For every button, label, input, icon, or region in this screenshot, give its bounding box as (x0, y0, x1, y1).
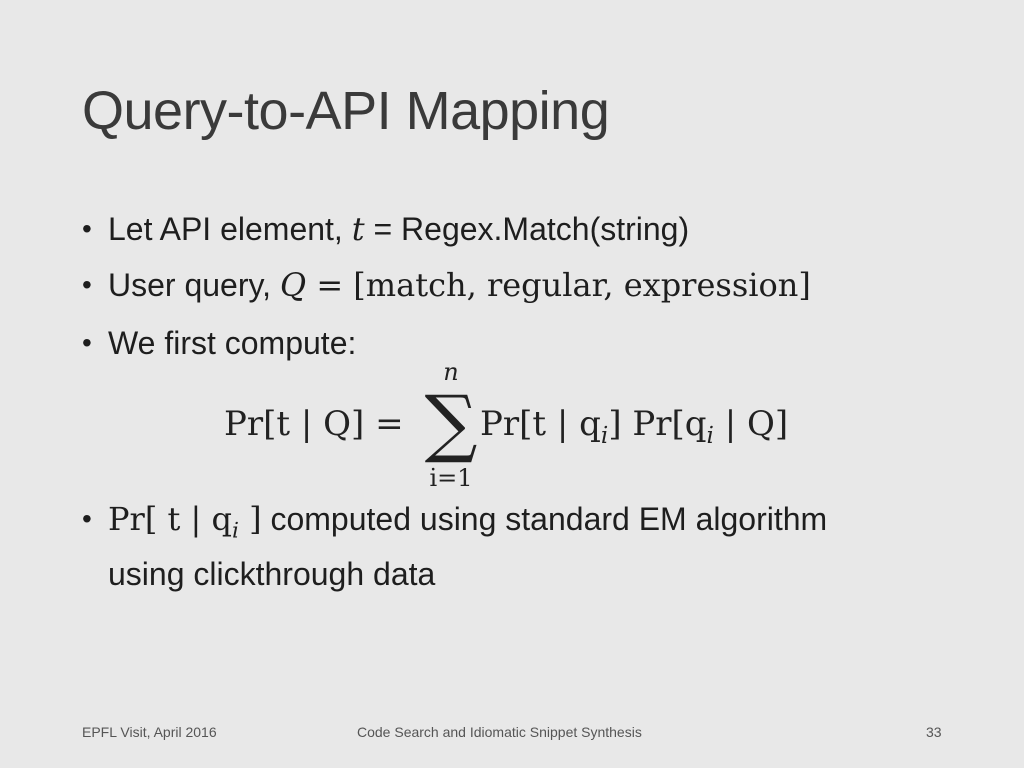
math-expression: = [match, regular, expression] (306, 266, 811, 304)
bullet-text: computed using standard EM algorithm (261, 501, 828, 537)
math-variable: t (351, 210, 365, 248)
bullet-marker: • (82, 213, 92, 244)
bullet-text: We first compute: (108, 325, 357, 361)
footer-event: EPFL Visit, April 2016 (82, 724, 217, 740)
bullet-em-algorithm: • Pr[ t | qi ] computed using standard E… (82, 498, 827, 595)
math-expression: Pr[ t | q (108, 500, 232, 538)
bullet-marker: • (82, 503, 92, 534)
equation-right-side: Pr[t | qi] Pr[qi | Q] (480, 404, 788, 449)
summation-lower-limit: i=1 (429, 464, 473, 492)
math-expression: ] (238, 500, 262, 538)
summation: n ∑ i=1 (416, 356, 486, 496)
math-subscript: i (600, 423, 609, 450)
bullet-text: Let API element, (108, 211, 352, 247)
slide-number: 33 (926, 724, 942, 740)
footer-talk-title: Code Search and Idiomatic Snippet Synthe… (357, 724, 642, 740)
bullet-api-element: • Let API element, t = Regex.Match(strin… (82, 208, 689, 250)
summation-upper-limit: n (443, 358, 459, 386)
bullet-compute: • We first compute: (82, 322, 356, 364)
bullet-text-continuation: using clickthrough data (108, 555, 436, 592)
equation-term: ] Pr[q (608, 404, 707, 444)
bullet-marker: • (82, 327, 92, 358)
bullet-text: User query, (108, 267, 280, 303)
bullet-marker: • (82, 269, 92, 300)
equation-term: Pr[t | q (480, 404, 601, 444)
math-variable: Q (279, 266, 307, 304)
probability-equation: Pr[t | Q] = n ∑ i=1 Pr[t | qi] Pr[qi | Q… (224, 356, 844, 496)
bullet-text: = Regex.Match(string) (364, 211, 690, 247)
math-subscript: i (706, 423, 714, 450)
equation-left-side: Pr[t | Q] = (224, 404, 404, 444)
summation-sign: ∑ (424, 380, 478, 466)
math-subscript: i (231, 518, 239, 544)
bullet-user-query: • User query, Q = [match, regular, expre… (82, 264, 811, 306)
equation-term: | Q] (713, 404, 789, 444)
slide-title: Query-to-API Mapping (82, 81, 610, 141)
